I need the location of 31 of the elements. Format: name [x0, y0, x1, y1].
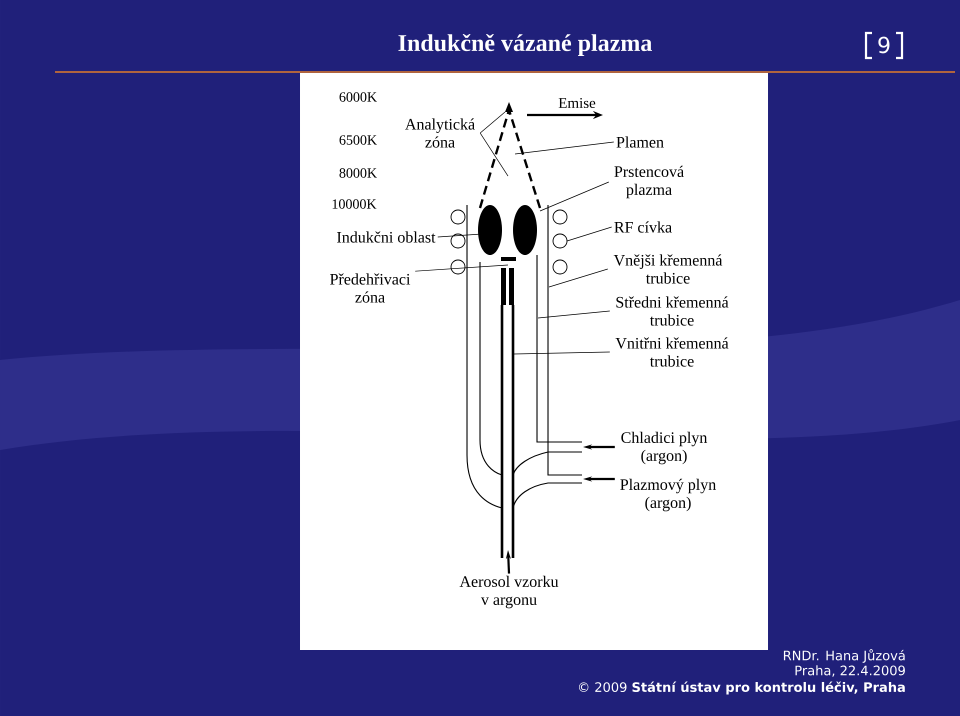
part-label: RF cívka [614, 221, 672, 233]
leader-line [540, 182, 610, 212]
leader-line [480, 112, 506, 134]
leader-line [514, 352, 610, 354]
title: Indukčně vázané plazma [398, 34, 652, 56]
temperature-label: 6500K [340, 135, 377, 145]
copyright-line: © 2009 Státní ústav pro kontrolu léčiv, Praha [578, 681, 905, 695]
part-label: Plamen [616, 136, 664, 148]
leader-line [480, 132, 508, 176]
gas-inlet-label: Chladici plyn (argon) [621, 432, 708, 464]
temperature-label: 8000K [339, 168, 377, 178]
leader-line [514, 142, 614, 154]
part-label: Předehřivaci zóna [330, 273, 410, 303]
part-label: Indukčni oblast [337, 231, 436, 243]
part-label: Prstencová plazma [614, 166, 684, 198]
gas-inlet-label: Plazmový plyn (argon) [620, 478, 716, 512]
date-place: Praha, 22.4.2009 [796, 665, 905, 677]
page-number: 9 [878, 36, 890, 54]
leader-line [538, 310, 610, 318]
part-label: Vnějši křemenná trubice [614, 254, 722, 284]
emission-label: Emise [558, 98, 596, 108]
author-name: RNDr. Hana Jůzová [784, 649, 905, 663]
leader-line [414, 264, 508, 272]
part-label: Analytická zóna [405, 118, 475, 148]
temperature-label: 10000K [332, 199, 376, 209]
leader-line [566, 226, 612, 242]
leader-line [548, 268, 608, 288]
sample-inlet-label: Aerosol vzorku v argonu [460, 576, 558, 608]
part-label: Středni křemenná trubice [616, 296, 728, 326]
temperature-label: 6000K [340, 92, 377, 102]
part-label: Vnitřni křemenná trubice [616, 337, 728, 367]
